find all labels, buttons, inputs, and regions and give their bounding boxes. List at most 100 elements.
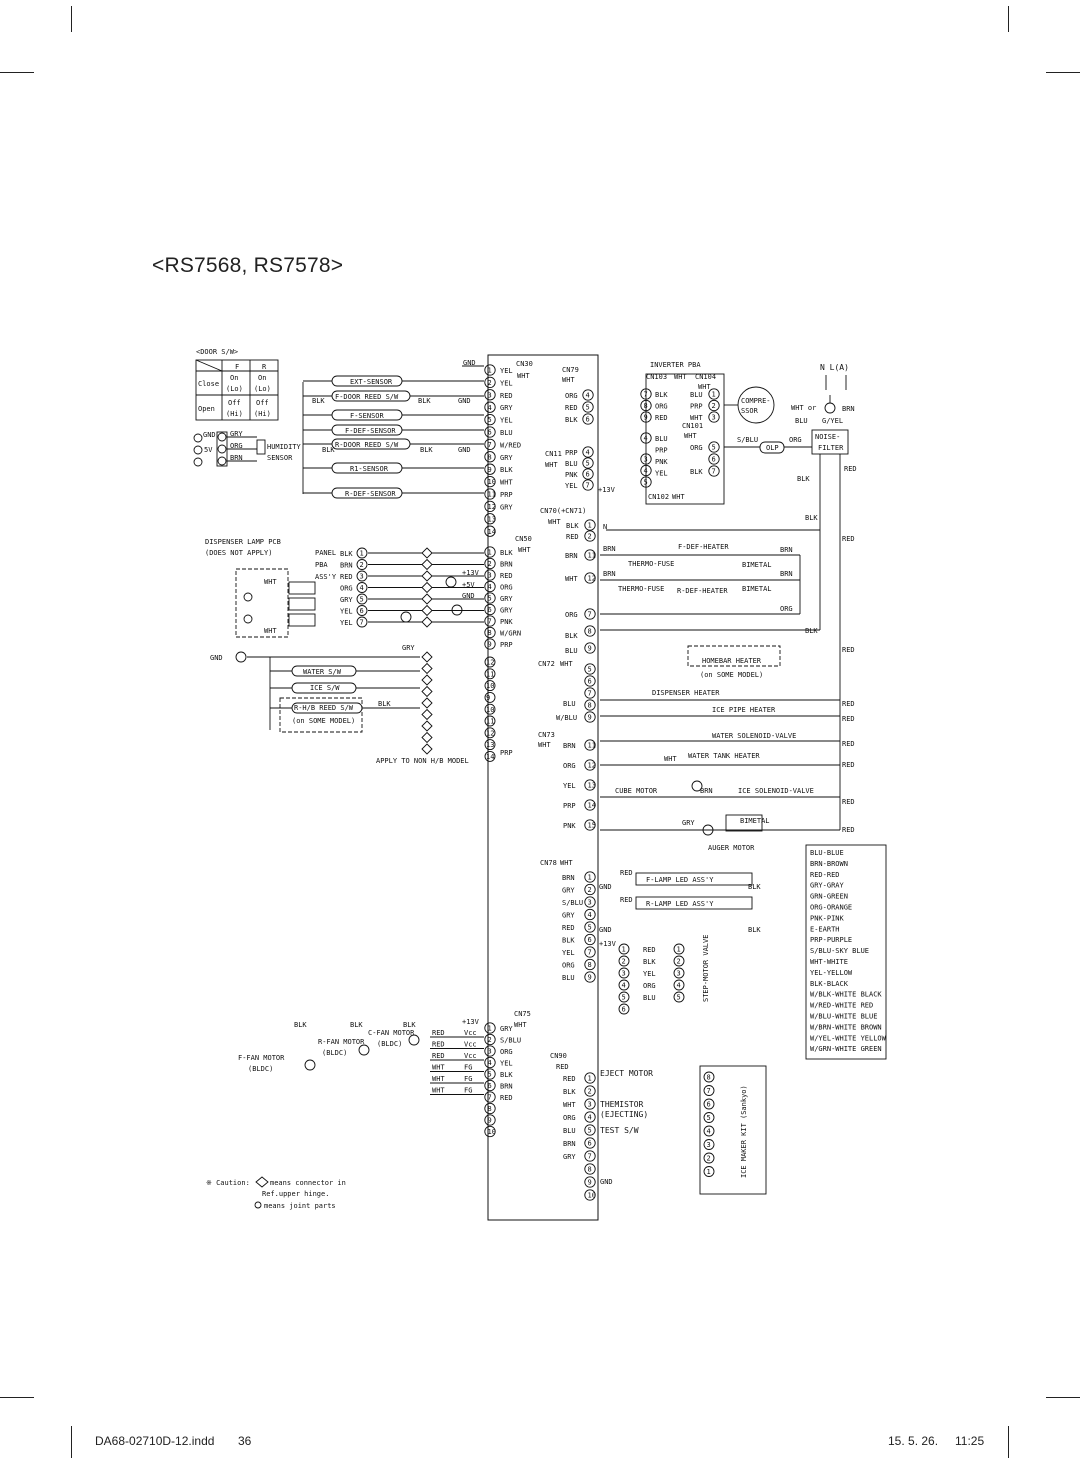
dispenser-pin <box>356 582 368 593</box>
cn78-pin <box>584 946 596 958</box>
blk-wire-label: BLK <box>322 446 335 454</box>
cn78-pin-number: 8 <box>588 961 592 969</box>
humidity-label2: SENSOR <box>267 454 293 462</box>
cn75-pin <box>484 1056 496 1069</box>
cn75-wht: WHT <box>514 1021 527 1029</box>
ice-sw-label: ICE S/W <box>310 684 340 692</box>
power-brn: BRN <box>842 405 855 413</box>
cn103-pin <box>640 388 652 400</box>
cn70c-pin-number: 8 <box>588 628 592 636</box>
cn102-pin-number: 5 <box>644 479 648 487</box>
inverter-cn104: CN104 <box>695 373 716 381</box>
assy-label: ASS'Y <box>315 573 337 581</box>
cn90-pin-number: 6 <box>588 1140 592 1148</box>
cn30-pin-number: 14 <box>488 528 496 536</box>
legend-entry: E-EARTH <box>810 925 840 933</box>
cn75-pin-number: 10 <box>488 1128 496 1136</box>
dispenser-diamond-icon <box>421 616 433 628</box>
cn30-wire-label: YEL <box>500 379 513 387</box>
cn75-pin-number: 3 <box>488 1048 492 1056</box>
cn72-pin-number: 6 <box>588 678 592 686</box>
cn75-pin-number: 5 <box>488 1071 492 1079</box>
cn50-wht: WHT <box>518 546 531 554</box>
heater-red8: RED <box>842 826 855 834</box>
sblu-label: S/BLU <box>737 436 758 444</box>
cn101b-wire-label: ORG <box>690 444 703 452</box>
dispenser-5v: +5V <box>462 581 475 589</box>
cn50-pin <box>484 638 496 650</box>
dispenser-diamond-icon <box>421 558 433 571</box>
legend-entry: W/BLU-WHITE BLUE <box>810 1013 877 1021</box>
cn102-wire-label: BLU <box>655 435 668 443</box>
crop-mark <box>71 1426 72 1458</box>
cn78-pin <box>584 908 596 921</box>
cn90-wire-label: WHT <box>563 1101 576 1109</box>
door-row-close: Close <box>198 380 219 388</box>
ice-maker-pin-number: 7 <box>707 1087 711 1095</box>
cn72-pin-number: 7 <box>588 690 592 698</box>
door-close-r: On <box>258 374 266 382</box>
fan-wire-label: RED <box>432 1041 445 1049</box>
noise-filter-box <box>811 429 849 455</box>
cn75-name: CN75 <box>514 1010 531 1018</box>
cn30-pin <box>484 389 496 401</box>
ext-sensor-label: EXT-SENSOR <box>350 378 393 386</box>
cn78-wire-label: S/BLU <box>562 899 583 907</box>
cn79-wht: WHT <box>562 376 575 384</box>
ice-maker-pin <box>703 1152 715 1164</box>
cn11-pin-number: 6 <box>586 471 590 479</box>
door-table-caption: <DOOR S/W> <box>196 348 238 356</box>
cn78-pin-number: 1 <box>588 874 592 882</box>
cn103-pin-number: 8 <box>644 402 648 410</box>
step-motor-pin2 <box>673 967 685 979</box>
cn50-pin <box>484 615 496 627</box>
cn78-wht: WHT <box>560 859 573 867</box>
r-lamp-label: R-LAMP LED ASS'Y <box>646 900 714 908</box>
r-door-reed-label: R-DOOR REED S/W <box>335 441 399 449</box>
ice-maker-pin <box>703 1071 715 1083</box>
ice-maker-pin-number: 6 <box>707 1101 711 1109</box>
cn30-pin <box>484 401 496 413</box>
dispenser-diamond-icon <box>421 547 433 559</box>
cn72-pin-number: 9 <box>588 714 592 722</box>
cn102-pin <box>640 464 652 477</box>
gnd-label: GND <box>458 397 471 405</box>
step-motor-pin2-number: 2 <box>677 958 681 966</box>
legend-entry: BRN-BROWN <box>810 860 848 868</box>
cn78-red2: RED <box>620 896 633 904</box>
step-motor-wire-label: BLK <box>643 958 656 966</box>
cn103-pin <box>640 411 652 423</box>
noise-label2: FILTER <box>818 444 844 452</box>
cn50-pin <box>484 557 496 570</box>
cn70-wire-label: RED <box>566 533 579 541</box>
cn73-pin <box>584 779 596 791</box>
switch-diamond-icon <box>421 743 433 755</box>
cn73-wht: WHT <box>538 741 551 749</box>
step-motor-pin-number: 4 <box>622 982 626 990</box>
heater-red: RED <box>842 535 855 543</box>
auger-motor-label: AUGER MOTOR <box>708 844 755 852</box>
cn50-pin-number: 9 <box>488 641 492 649</box>
cn78-blk2: BLK <box>748 926 761 934</box>
water-tank-heater-label: WATER TANK HEATER <box>688 752 760 760</box>
dispenser-pin <box>356 605 368 616</box>
cn50-wire-label: GRY <box>500 595 513 603</box>
cn-switch-pin <box>484 727 496 739</box>
dispenser-wire-label: RED <box>340 573 353 581</box>
step-motor-pin <box>618 979 630 991</box>
dispenser-pin-number: 1 <box>360 550 364 558</box>
themistor-label: THEMISTOR <box>600 1100 644 1109</box>
fan-signal-label: Vcc <box>464 1029 477 1037</box>
door-open-f: Off <box>228 399 241 407</box>
cn50-wire-label: GRY <box>500 607 513 615</box>
dispenser-pin <box>356 616 368 628</box>
cn-switch-pin <box>484 668 496 680</box>
cn-switch-pin <box>484 739 496 751</box>
cn78-pin <box>584 871 596 883</box>
cn79-pin <box>582 389 594 401</box>
cn79-wire-label: RED <box>565 404 578 412</box>
power-wht-or: WHT or <box>791 404 816 412</box>
thermo-fuse-label: THERMO-FUSE <box>628 560 674 568</box>
cn73-wire-label: BRN <box>563 742 576 750</box>
cn75-wire-label: RED <box>500 1094 513 1102</box>
